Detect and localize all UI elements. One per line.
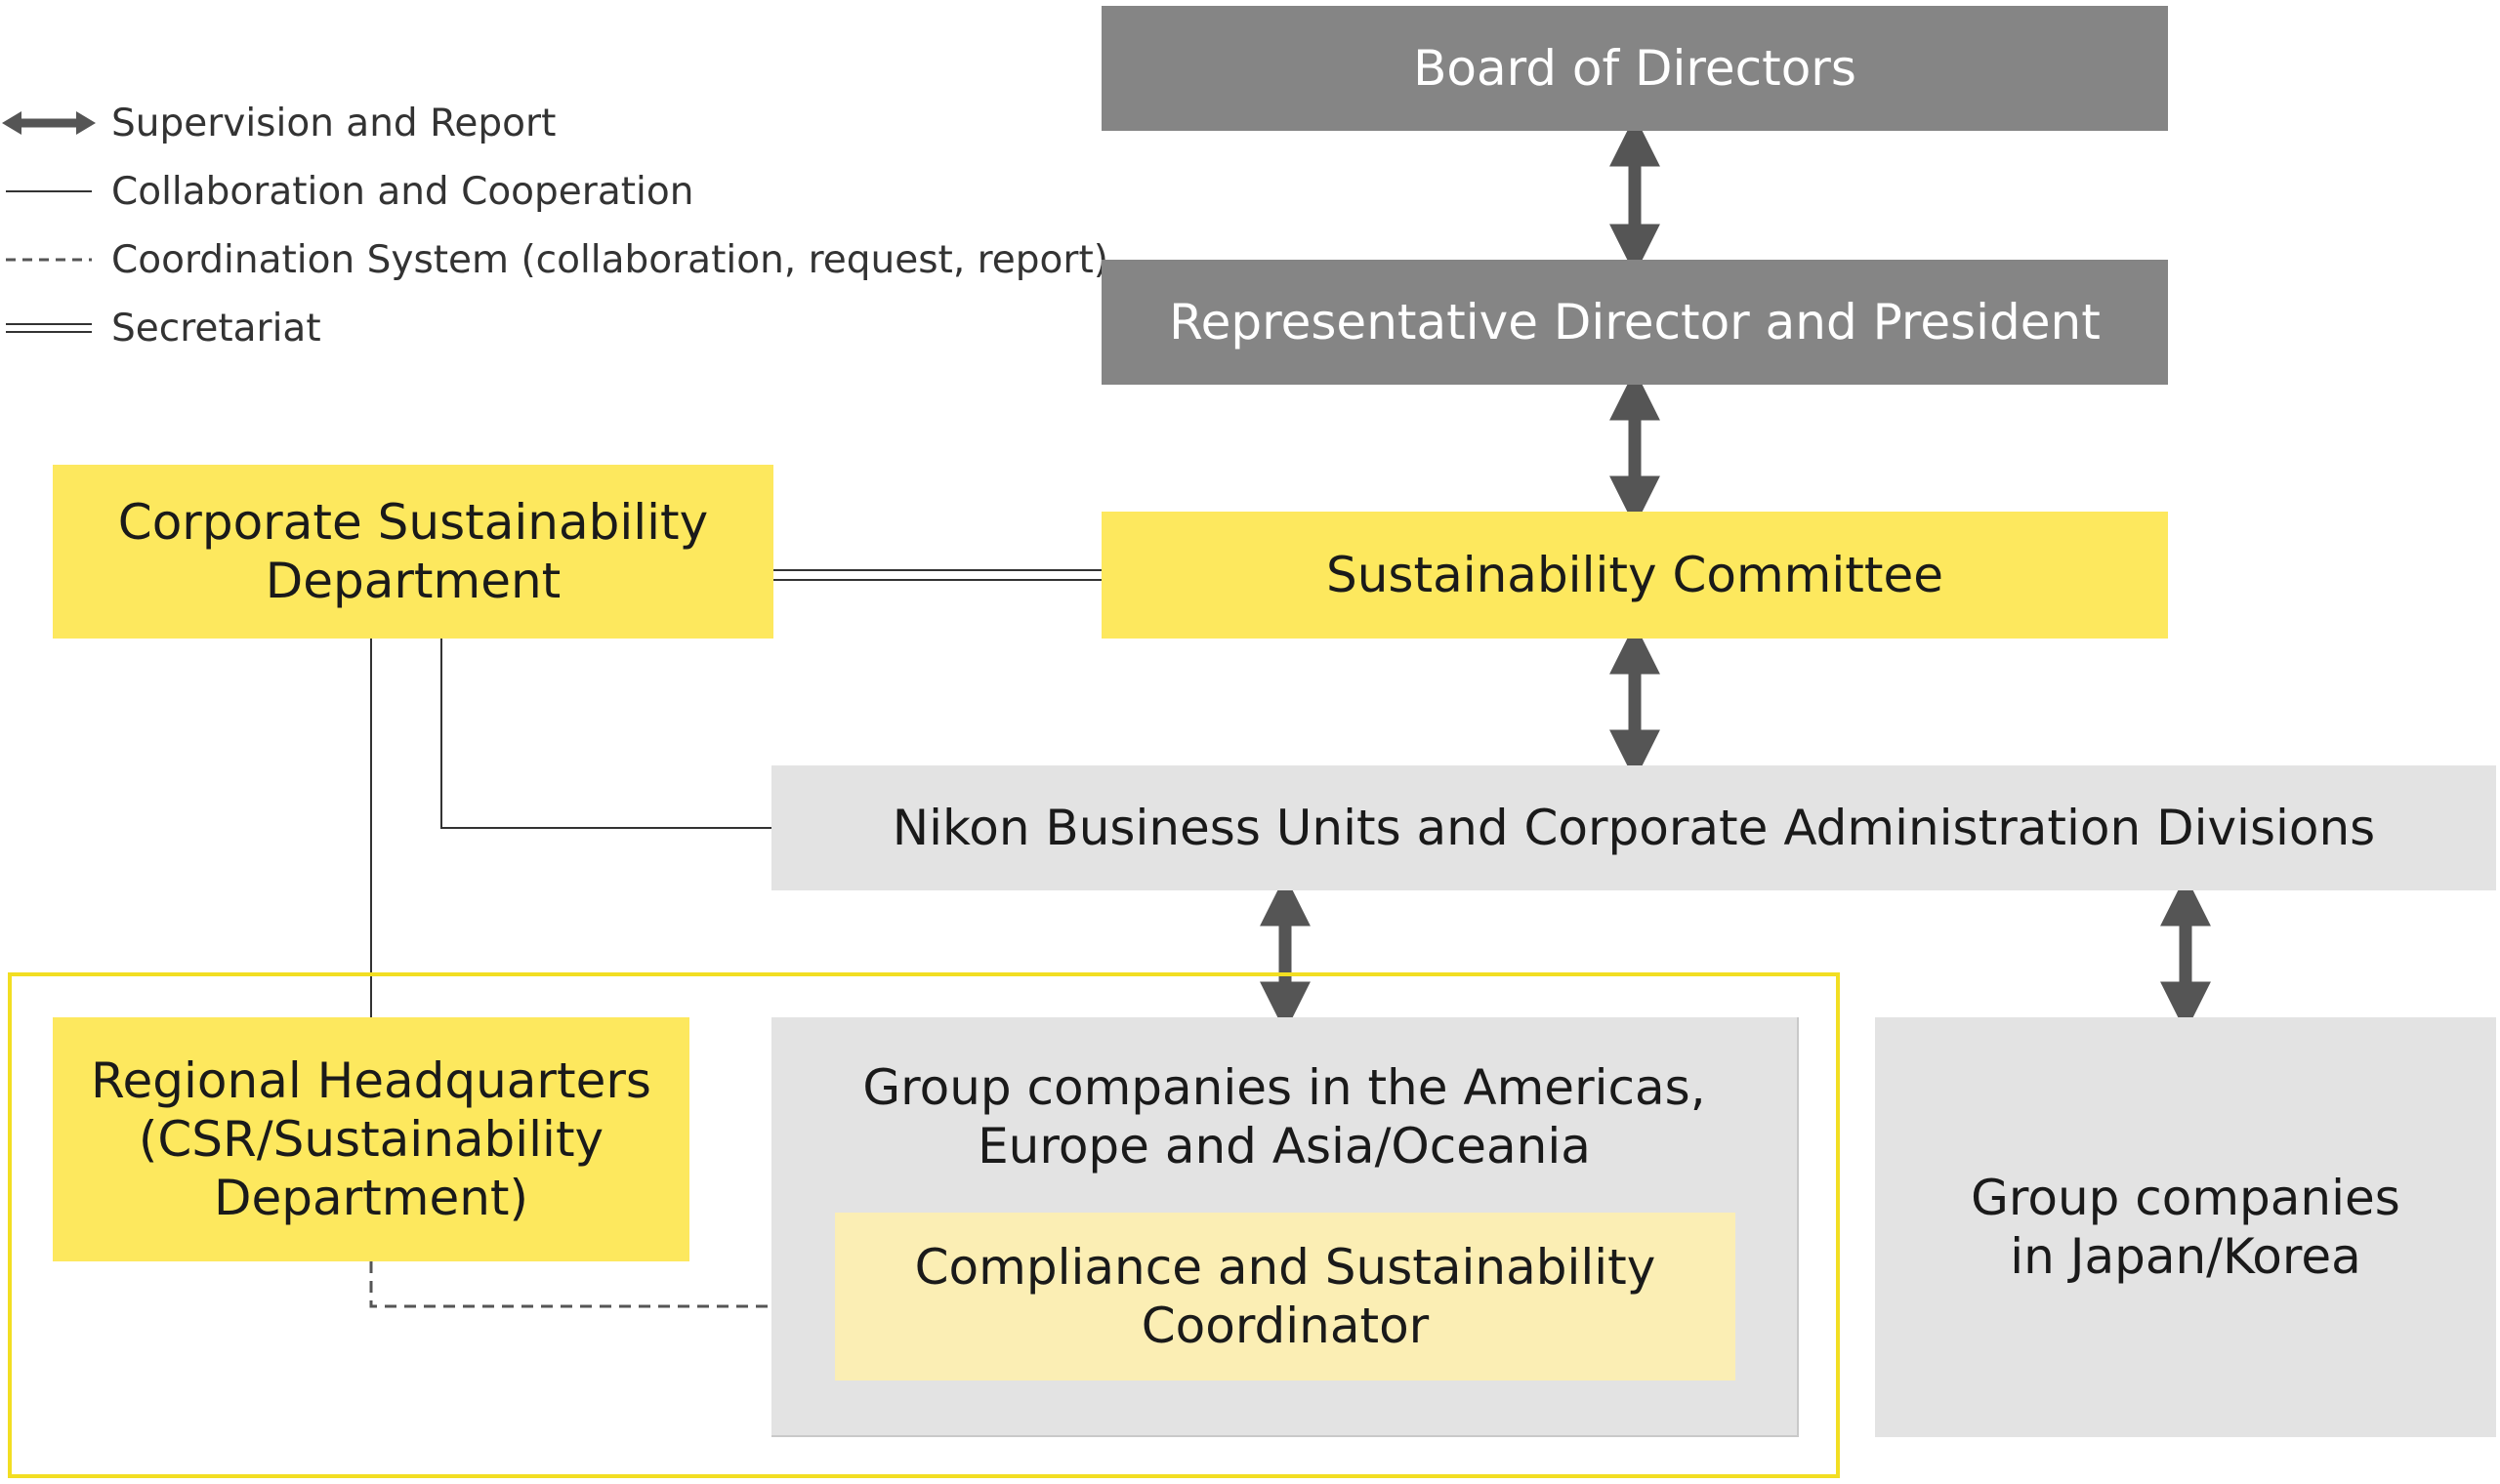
compliance-coordinator-box: Compliance and Sustainability Coordinato… — [835, 1213, 1735, 1381]
legend-item-coordination: Coordination System (collaboration, requ… — [0, 230, 1108, 289]
solid-line-icon — [0, 172, 98, 211]
group-companies-americas-label: Group companies in the Americas, Europe … — [862, 1059, 1706, 1175]
legend-item-supervision: Supervision and Report — [0, 94, 1094, 152]
group-companies-japan-box: Group companies in Japan/Korea — [1875, 1017, 2496, 1437]
secretariat-connector — [773, 569, 1102, 581]
board-of-directors-box: Board of Directors — [1102, 6, 2168, 131]
sustainability-committee-box: Sustainability Committee — [1102, 512, 2168, 639]
double-arrow-icon — [0, 103, 98, 143]
legend-label-secretariat: Secretariat — [111, 306, 321, 350]
legend-label-supervision: Supervision and Report — [111, 101, 557, 145]
corporate-sustainability-department-box: Corporate Sustainability Department — [53, 465, 773, 639]
regional-headquarters-box: Regional Headquarters (CSR/Sustainabilit… — [53, 1017, 689, 1261]
collaboration-connector-business — [440, 639, 771, 829]
double-line-icon — [0, 309, 98, 348]
regional-group-frame — [8, 972, 1840, 1478]
legend-item-collaboration: Collaboration and Cooperation — [0, 162, 1094, 221]
business-units-box: Nikon Business Units and Corporate Admin… — [771, 765, 2496, 890]
coordination-connector — [369, 1261, 771, 1308]
president-box: Representative Director and President — [1102, 260, 2168, 385]
legend-label-coordination: Coordination System (collaboration, requ… — [111, 237, 1108, 282]
legend-label-collaboration: Collaboration and Cooperation — [111, 169, 694, 214]
dashed-line-icon — [0, 240, 98, 279]
legend-item-secretariat: Secretariat — [0, 299, 1094, 357]
